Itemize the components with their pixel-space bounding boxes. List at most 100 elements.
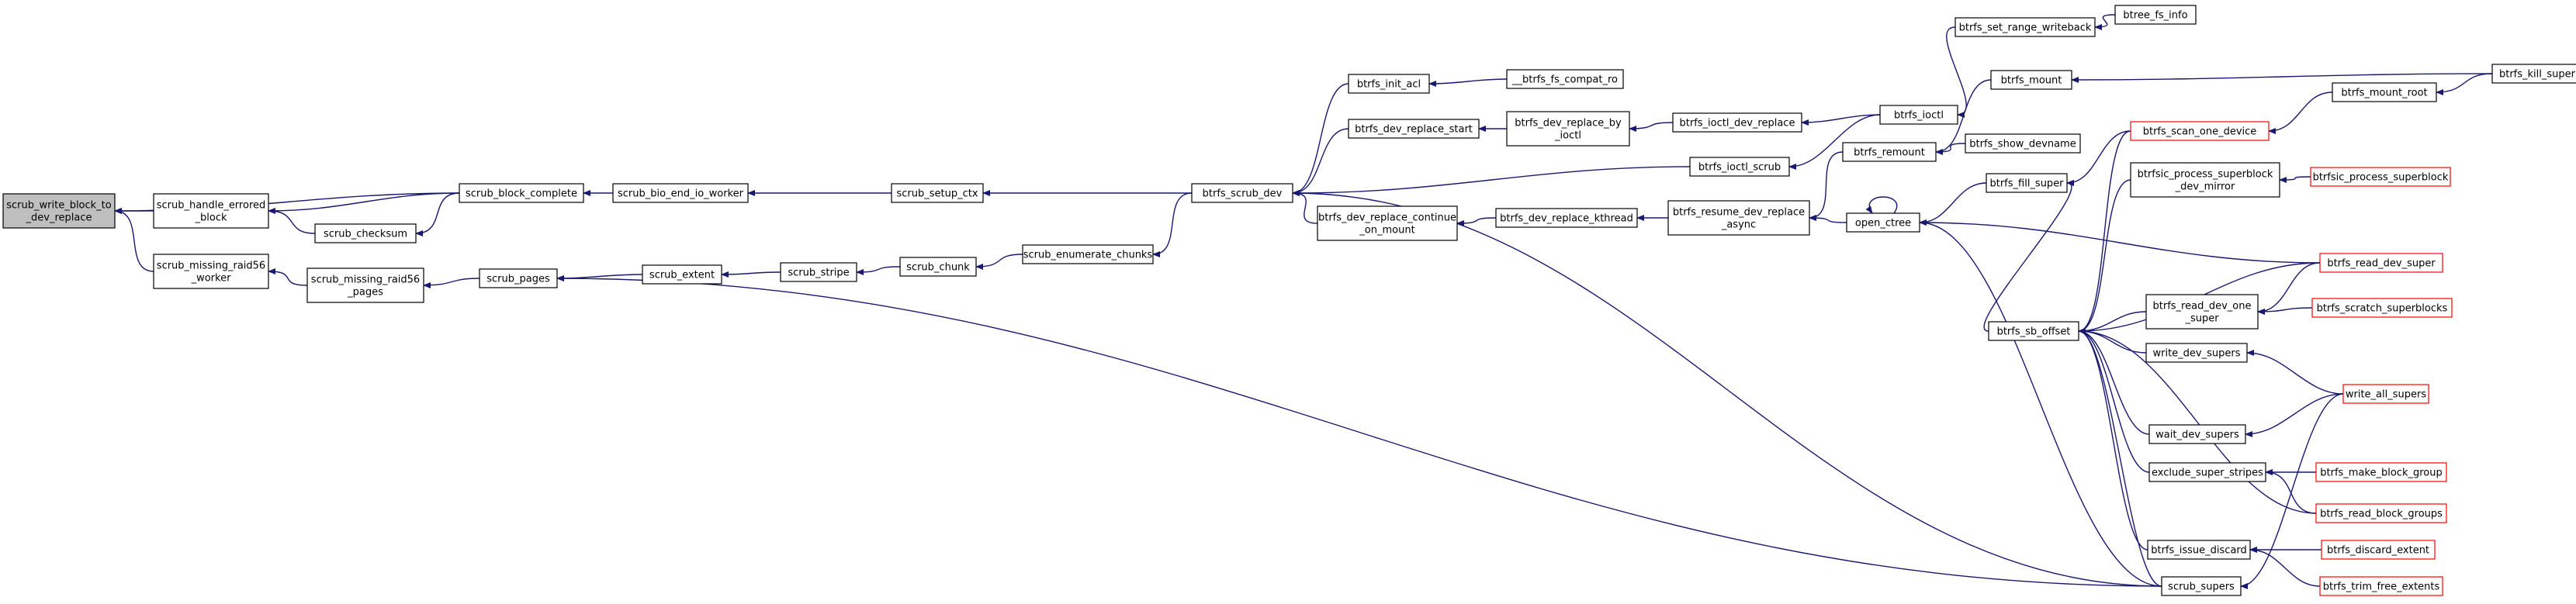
node-scrub-missing-raid56-pages[interactable]: scrub_missing_raid56_pages xyxy=(306,267,424,303)
call-edge-52 xyxy=(2078,328,2317,514)
node-btrfs-dev-replace-by-ioctl[interactable]: btrfs_dev_replace_by_ioctl xyxy=(1506,111,1630,147)
node-label: scrub_chunk xyxy=(906,262,970,274)
node-btrfs-show-devname[interactable]: btrfs_show_devname xyxy=(1965,133,2081,154)
node-label: btrfs_resume_dev_replace xyxy=(1673,207,1805,219)
node-btrfs-init-acl[interactable]: btrfs_init_acl xyxy=(1348,74,1430,94)
call-edge-25 xyxy=(1456,217,1497,226)
node-scrub-stripe[interactable]: scrub_stripe xyxy=(780,262,857,282)
node-scrub-pages[interactable]: scrub_pages xyxy=(479,268,558,288)
call-edge-46 xyxy=(2078,179,2131,334)
call-edge-19 xyxy=(1292,128,1349,196)
node-scrub-write-block-to-dev-replace[interactable]: scrub_write_block_to_dev_replace xyxy=(2,193,116,229)
call-edge-31 xyxy=(1809,215,1847,223)
node-btrfs-ioctl[interactable]: btrfs_ioctl xyxy=(1879,105,1958,125)
node-btrfs-kill-super[interactable]: btrfs_kill_super xyxy=(2491,64,2576,84)
node-btrfs-scratch-superblocks[interactable]: btrfs_scratch_superblocks xyxy=(2311,298,2453,318)
node-box xyxy=(2319,253,2443,273)
node-label: btrfs_fill_super xyxy=(1989,178,2064,190)
call-edge-30 xyxy=(1809,151,1844,221)
node-label: btrfs_dev_replace_by xyxy=(1515,118,1622,129)
node-btrfs-discard-extent[interactable]: btrfs_discard_extent xyxy=(2321,540,2436,560)
node-scrub-chunk[interactable]: scrub_chunk xyxy=(899,257,977,277)
node-btrfs-dev-replace-kthread[interactable]: btrfs_dev_replace_kthread xyxy=(1495,208,1638,228)
node-label: _dev_replace xyxy=(26,212,92,224)
node-scrub-handle-errored-block[interactable]: scrub_handle_errored_block xyxy=(153,193,269,229)
call-edge-23 xyxy=(1428,78,1508,87)
node-label: _pages xyxy=(347,287,383,299)
node-wait-dev-supers[interactable]: wait_dev_supers xyxy=(2148,424,2246,444)
node-btrfsic-process-superblock[interactable]: btrfsic_process_superblock xyxy=(2310,167,2451,187)
node-btrfs-sb-offset[interactable]: btrfs_sb_offset xyxy=(1988,321,2079,341)
node-box xyxy=(2319,576,2443,596)
node-btrfs-make-block-group[interactable]: btrfs_make_block_group xyxy=(2315,462,2447,482)
node-box xyxy=(1965,133,2081,154)
node-label: _worker xyxy=(191,273,231,285)
node-box xyxy=(1846,212,1920,233)
call-edge-4 xyxy=(268,192,460,214)
node-label: btrfs_dev_replace_start xyxy=(1355,124,1473,136)
node-box xyxy=(1506,69,1624,89)
node-scrub-bio-end-io-worker[interactable]: scrub_bio_end_io_worker xyxy=(612,183,749,203)
call-edge-41 xyxy=(2066,130,2131,186)
node-btrfs-mount-root[interactable]: btrfs_mount_root xyxy=(2332,82,2437,102)
node-label: exclude_super_stripes xyxy=(2152,468,2263,479)
node-btrfs-resume-dev-replace-async[interactable]: btrfs_resume_dev_replace_async xyxy=(1667,200,1810,236)
node-box xyxy=(1022,244,1154,264)
node-scrub-block-complete[interactable]: scrub_block_complete xyxy=(459,183,584,203)
call-edge-49 xyxy=(2078,328,2147,354)
node-btrfs-read-dev-super[interactable]: btrfs_read_dev_super xyxy=(2319,253,2443,273)
node-btrfs-set-range-writeback[interactable]: btrfs_set_range_writeback xyxy=(1955,17,2096,37)
node-box xyxy=(2315,503,2447,523)
node-scrub-checksum[interactable]: scrub_checksum xyxy=(314,223,417,243)
node-scrub-missing-raid56-worker[interactable]: scrub_missing_raid56_worker xyxy=(153,254,269,289)
node-label: scrub_missing_raid56 xyxy=(157,261,265,272)
node-btrfs-fill-super[interactable]: btrfs_fill_super xyxy=(1986,173,2068,193)
node-box xyxy=(2145,294,2259,330)
node-exclude-super-stripes[interactable]: exclude_super_stripes xyxy=(2148,462,2266,482)
node-label: write_dev_supers xyxy=(2152,348,2240,360)
node-btrfs-dev-replace-start[interactable]: btrfs_dev_replace_start xyxy=(1348,119,1480,139)
call-edge-59 xyxy=(2245,393,2344,437)
call-edge-39 xyxy=(1919,219,2321,264)
call-edge-14 xyxy=(856,266,901,275)
node-btree-fs-info[interactable]: btree_fs_info xyxy=(2114,5,2197,25)
node-scrub-extent[interactable]: scrub_extent xyxy=(642,264,722,285)
node-label: scrub_bio_end_io_worker xyxy=(618,188,744,200)
call-edge-12 xyxy=(556,275,2162,587)
node-btrfs-trim-free-extents[interactable]: btrfs_trim_free_extents xyxy=(2319,576,2443,596)
node-btrfs-mount[interactable]: btrfs_mount xyxy=(1990,70,2072,90)
node-label: write_all_supers xyxy=(2346,389,2426,401)
node-write-all-supers[interactable]: write_all_supers xyxy=(2342,384,2429,404)
node-label: scrub_supers xyxy=(2168,582,2235,593)
node-label: scrub_missing_raid56 xyxy=(311,274,420,286)
node-open-ctree[interactable]: open_ctree xyxy=(1846,212,1920,233)
call-edge-51 xyxy=(2078,328,2150,473)
node-label: btrfs_init_acl xyxy=(1357,79,1421,91)
node-btrfs-fs-compat-ro[interactable]: __btrfs_fs_compat_ro xyxy=(1506,69,1624,89)
node-btrfs-read-dev-one-super[interactable]: btrfs_read_dev_one_super xyxy=(2145,294,2259,330)
node-scrub-enumerate-chunks[interactable]: scrub_enumerate_chunks xyxy=(1022,244,1154,264)
node-label: scrub_enumerate_chunks xyxy=(1023,250,1153,261)
node-scrub-supers[interactable]: scrub_supers xyxy=(2161,576,2242,596)
call-edge-11 xyxy=(556,274,643,281)
node-btrfs-issue-discard[interactable]: btrfs_issue_discard xyxy=(2147,540,2251,560)
node-btrfsic-process-superblock-dev-mirror[interactable]: btrfsic_process_superblock_dev_mirror xyxy=(2130,162,2280,198)
node-btrfs-ioctl-scrub[interactable]: btrfs_ioctl_scrub xyxy=(1689,157,1790,177)
node-scrub-setup-ctx[interactable]: scrub_setup_ctx xyxy=(891,183,984,203)
call-edge-8 xyxy=(423,278,480,288)
call-edge-32 xyxy=(1946,26,1967,118)
node-box xyxy=(1667,200,1810,236)
node-label: __btrfs_fs_compat_ro xyxy=(1511,74,1618,86)
node-btrfs-scan-one-device[interactable]: btrfs_scan_one_device xyxy=(2130,121,2270,141)
node-btrfs-remount[interactable]: btrfs_remount xyxy=(1842,142,1937,162)
node-label: scrub_checksum xyxy=(324,229,407,240)
node-write-dev-supers[interactable]: write_dev_supers xyxy=(2145,343,2248,363)
node-btrfs-scrub-dev[interactable]: btrfs_scrub_dev xyxy=(1191,183,1293,203)
node-btrfs-ioctl-dev-replace[interactable]: btrfs_ioctl_dev_replace xyxy=(1672,112,1802,133)
node-btrfs-read-block-groups[interactable]: btrfs_read_block_groups xyxy=(2315,503,2447,523)
node-btrfs-dev-replace-continue-on-mount[interactable]: btrfs_dev_replace_continue_on_mount xyxy=(1317,205,1458,241)
node-box xyxy=(1348,119,1480,139)
node-label: btrfs_set_range_writeback xyxy=(1959,22,2092,34)
node-label: btrfs_ioctl xyxy=(1894,110,1944,122)
call-edge-38 xyxy=(1919,182,1987,226)
